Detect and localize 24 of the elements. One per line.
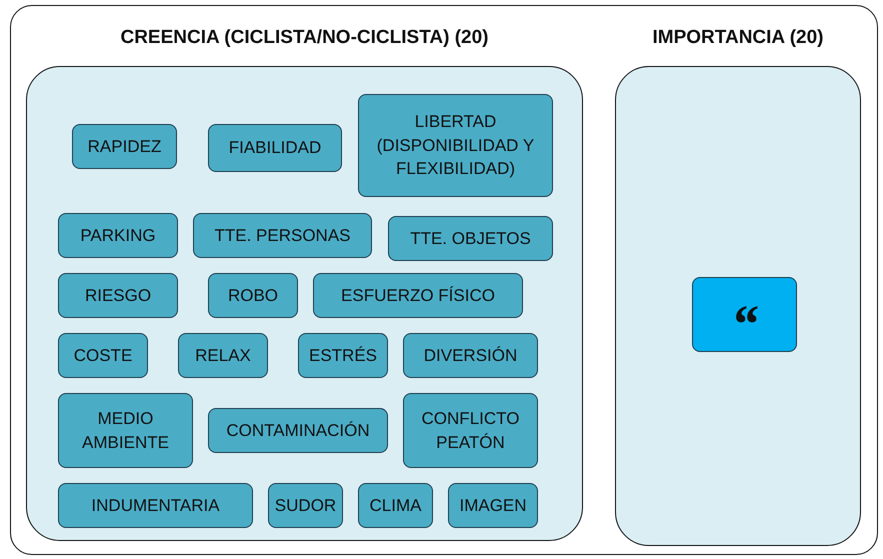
concept-box: PARKING: [58, 213, 178, 258]
panel-heading: CREENCIA (CICLISTA/NO-CICLISTA) (20): [119, 27, 490, 49]
concept-box: INDUMENTARIA: [58, 483, 253, 528]
concept-box: IMAGEN: [448, 483, 538, 528]
concept-box: CONFLICTO PEATÓN: [403, 393, 538, 468]
concept-box: RIESGO: [58, 273, 178, 318]
concept-box: CONTAMINACIÓN: [208, 408, 388, 453]
outer-frame: [10, 5, 878, 555]
concept-box: CLIMA: [358, 483, 433, 528]
concept-box: LIBERTAD (DISPONIBILIDAD Y FLEXIBILIDAD): [358, 94, 553, 197]
concept-box: FIABILIDAD: [208, 124, 342, 172]
concept-box: RELAX: [178, 333, 268, 378]
concept-box: TTE. OBJETOS: [388, 216, 553, 261]
concept-box: ESFUERZO FÍSICO: [313, 273, 523, 318]
concept-box: COSTE: [58, 333, 148, 378]
concept-box: MEDIO AMBIENTE: [58, 393, 193, 468]
concept-box: ESTRÉS: [298, 333, 388, 378]
concept-box: DIVERSIÓN: [403, 333, 538, 378]
concept-box: ROBO: [208, 273, 298, 318]
concept-box: TTE. PERSONAS: [193, 213, 372, 258]
panel-heading: IMPORTANCIA (20): [652, 27, 824, 49]
concept-box: SUDOR: [268, 483, 343, 528]
quote-box: “: [692, 277, 797, 352]
concept-box: RAPIDEZ: [72, 124, 177, 169]
